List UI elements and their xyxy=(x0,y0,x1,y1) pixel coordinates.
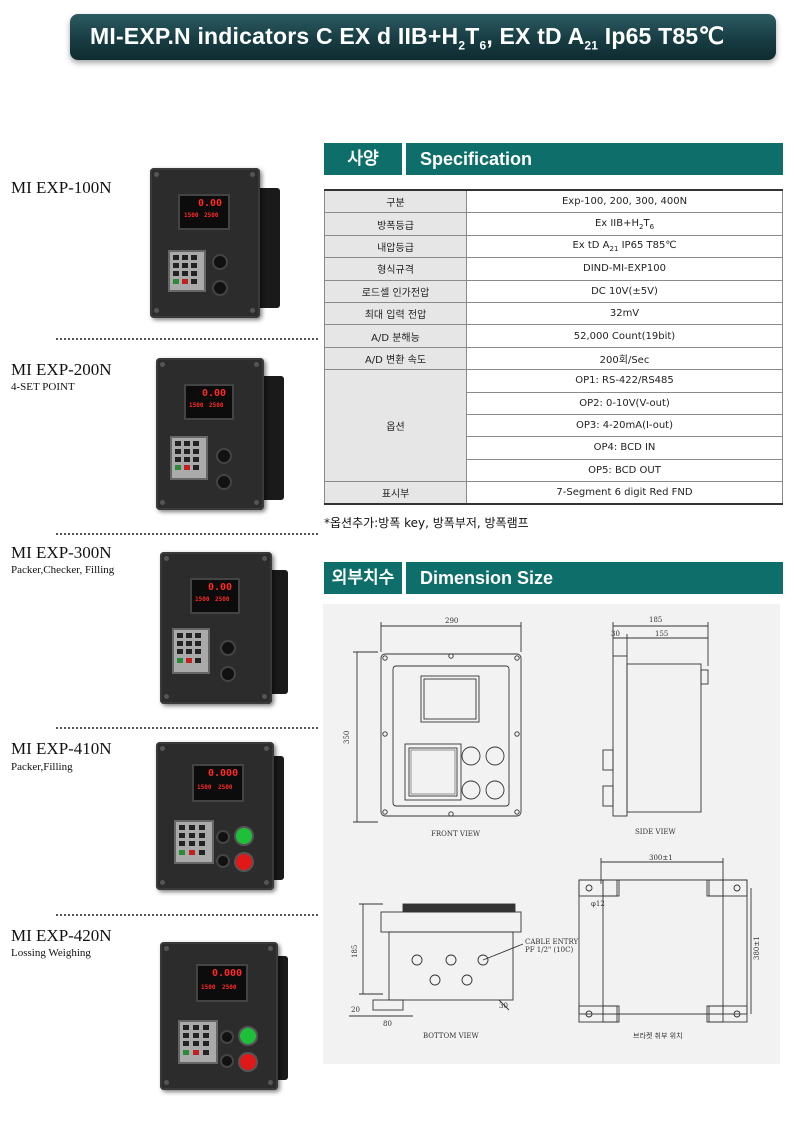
spec-header-ko: 사양 xyxy=(324,143,402,175)
front-view-caption: FRONT VIEW xyxy=(431,830,481,838)
dimension-drawings: 290 350 FRONT VIEW 185 30 155 SIDE VIEW … xyxy=(323,604,780,1064)
dimension-header-en: Dimension Size xyxy=(406,562,783,594)
divider xyxy=(56,727,318,729)
title-banner: MI-EXP.N indicators C EX d IIB+H2T6, EX … xyxy=(70,14,776,60)
page-title: MI-EXP.N indicators C EX d IIB+H2T6, EX … xyxy=(90,23,725,53)
bottom-a-label: 20 xyxy=(351,1006,360,1014)
product-image-exp100: 0.00 1500 2500 xyxy=(150,168,290,328)
table-row: OP2: 0-10V(V-out) xyxy=(325,391,783,415)
divider xyxy=(56,338,318,340)
dimension-header-ko: 외부치수 xyxy=(324,562,402,594)
display-main: 0.00 xyxy=(198,198,223,209)
table-row: OP3: 4-20mA(I-out) xyxy=(325,413,783,438)
side-b-label: 155 xyxy=(655,630,668,638)
product-name: MI EXP-100N xyxy=(11,178,112,197)
bracket-caption: 브라켓 취부 위치 xyxy=(633,1031,683,1040)
cable-entry-spec: PF 1/2" (10C) xyxy=(525,946,573,954)
table-row: OP4: BCD IN xyxy=(325,436,783,460)
table-row: OP5: BCD OUT xyxy=(325,458,783,483)
bracket-width-label: 300±1 xyxy=(649,854,673,862)
side-view-caption: SIDE VIEW xyxy=(635,828,676,836)
front-width-label: 290 xyxy=(445,617,458,625)
side-depth-label: 185 xyxy=(649,616,662,624)
bracket-hole-label: φ12 xyxy=(591,900,605,908)
side-a-label: 30 xyxy=(611,630,620,638)
product-image-exp300: 0.00 1500 2500 xyxy=(160,552,300,712)
product-name: MI EXP-200N xyxy=(11,360,112,379)
product-name: MI EXP-410N xyxy=(11,739,112,758)
front-height-label: 350 xyxy=(343,731,351,744)
bottom-view-caption: BOTTOM VIEW xyxy=(423,1032,480,1040)
divider xyxy=(56,914,318,916)
product-image-exp420: 0.000 1500 2500 xyxy=(160,942,300,1102)
divider xyxy=(56,533,318,535)
dimension-section-header: 외부치수 Dimension Size xyxy=(324,562,783,594)
dimension-svg: 290 350 FRONT VIEW 185 30 155 SIDE VIEW … xyxy=(343,616,761,1040)
spec-section-header: 사양 Specification xyxy=(324,143,783,175)
option-note: *옵션추가:방폭 key, 방폭부저, 방폭램프 xyxy=(324,516,529,530)
spec-header-en: Specification xyxy=(406,143,783,175)
product-image-exp200: 0.00 1500 2500 xyxy=(156,358,296,518)
product-subtitle: Packer,Filling xyxy=(11,761,73,773)
bottom-height-label: 185 xyxy=(351,945,359,958)
cable-entry-label: CABLE ENTRY xyxy=(525,938,578,946)
product-subtitle: Lossing Weighing xyxy=(11,947,91,959)
product-image-exp410: 0.000 1500 2500 xyxy=(156,742,296,902)
product-name: MI EXP-420N xyxy=(11,926,112,945)
bottom-b-label: 80 xyxy=(383,1020,392,1028)
product-name: MI EXP-300N xyxy=(11,543,112,562)
bracket-height-label: 380±1 xyxy=(753,936,761,960)
product-subtitle: Packer,Checker, Filling xyxy=(11,564,115,576)
product-subtitle: 4-SET POINT xyxy=(11,381,75,393)
bottom-c-label: 30 xyxy=(499,1002,508,1010)
